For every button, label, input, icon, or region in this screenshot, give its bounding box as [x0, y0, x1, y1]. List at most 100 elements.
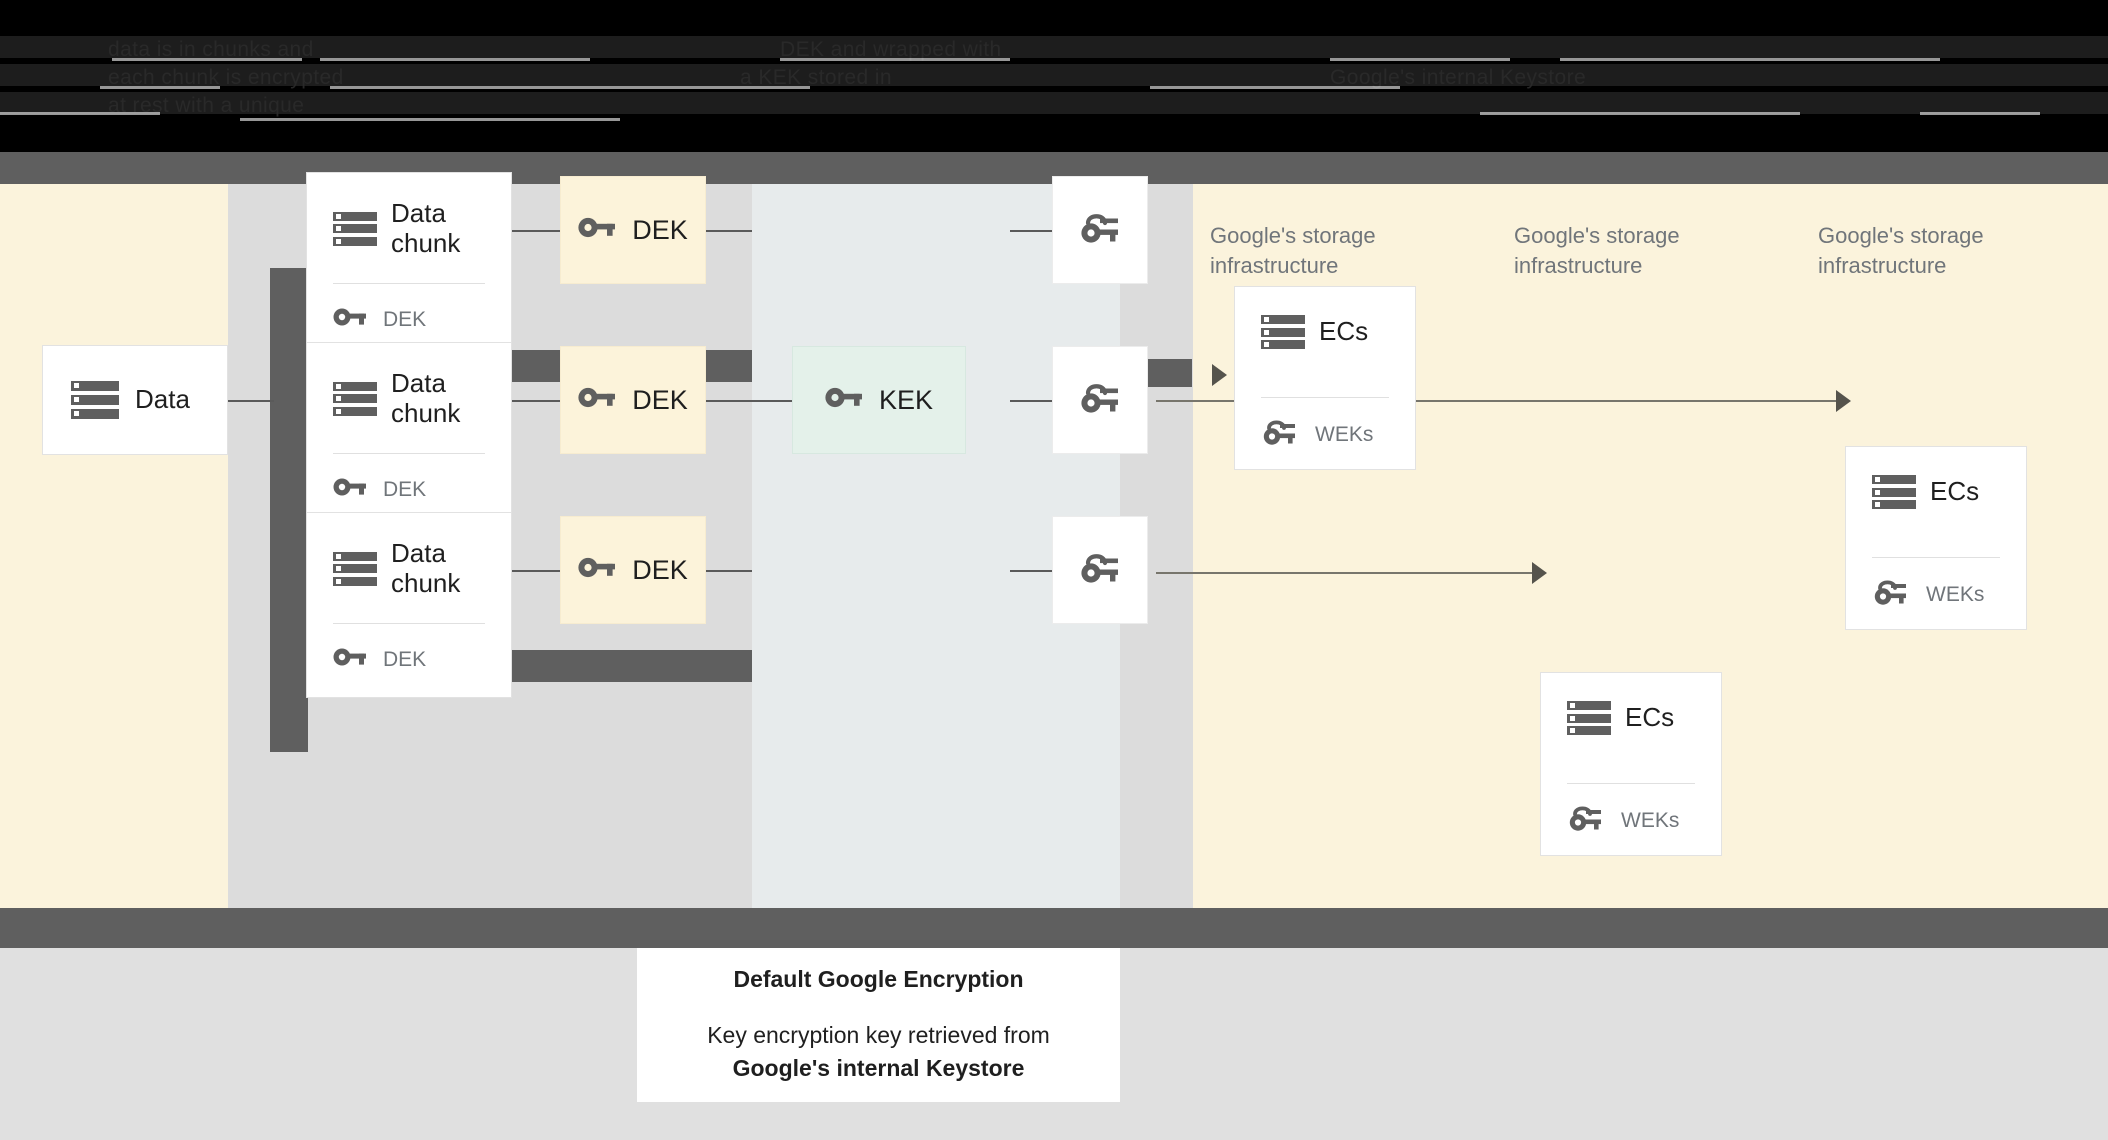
arrow-head-bottom [1532, 562, 1547, 584]
wrapped-key-icon [1078, 380, 1122, 421]
top-banner-obscured: data is in chunks and each chunk is encr… [0, 0, 2108, 160]
wrapped-key-icon [1567, 803, 1605, 838]
card-divider [1872, 557, 2000, 558]
wire-chunk2-to-dek2 [512, 400, 560, 402]
banner-underline [330, 86, 810, 89]
card-ecs-key-row: WEKs [1872, 577, 1984, 612]
chip-dek-label: DEK [632, 554, 688, 585]
banner-underline [112, 58, 302, 61]
caption-body-line-1: Key encryption key retrieved from [707, 1021, 1050, 1048]
band-gray-left [228, 184, 270, 908]
banner-underline [100, 86, 220, 89]
tile-wrapped-key-3[interactable] [1052, 516, 1148, 624]
wrapped-key-icon [1078, 550, 1122, 591]
card-divider [1261, 397, 1389, 398]
card-divider [333, 453, 485, 454]
card-chunk-key-row: DEK [333, 307, 426, 332]
banner-text-line-3: at rest with a unique [108, 94, 305, 117]
banner-text-line-1: data is in chunks and [108, 38, 314, 61]
card-ecs-key-label: WEKs [1621, 808, 1680, 832]
card-data-chunk-2[interactable]: Data chunk DEK [306, 342, 512, 528]
card-ecs-3[interactable]: ECs WEKs [1845, 446, 2027, 630]
card-data-source[interactable]: Data [42, 345, 228, 455]
arrow-line-bottom [1156, 572, 1532, 574]
wrapped-key-icon [1872, 577, 1910, 612]
bottom-gray-bar [0, 908, 2108, 948]
chip-dek-3[interactable]: DEK [560, 516, 706, 624]
card-data-chunk-1[interactable]: Data chunk DEK [306, 172, 512, 358]
tile-wrapped-key-1[interactable] [1052, 176, 1148, 284]
card-data-chunk-3[interactable]: Data chunk DEK [306, 512, 512, 698]
wrapped-key-icon [1078, 210, 1122, 251]
tile-wrapped-key-2[interactable] [1052, 346, 1148, 454]
key-icon [825, 386, 863, 414]
wrapped-key-icon [1261, 417, 1299, 452]
wire-chunk3-to-dek3 [512, 570, 560, 572]
server-icon [333, 381, 377, 416]
key-icon [578, 216, 616, 244]
wire-to-wek3 [1010, 570, 1054, 572]
card-chunk-title: Data chunk [391, 198, 461, 258]
chip-dek-label: DEK [632, 384, 688, 415]
arrow-head-mid [1836, 390, 1851, 412]
card-chunk-key-label: DEK [383, 647, 427, 671]
caption-body-line-2: Google's internal Keystore [732, 1054, 1025, 1081]
server-icon [1567, 701, 1611, 735]
card-divider [1567, 783, 1695, 784]
storage-label-1: Google's storage infrastructure [1210, 223, 1376, 279]
caption-title: Default Google Encryption [733, 965, 1024, 992]
chip-dek-label: DEK [632, 214, 688, 245]
banner-underline [0, 112, 160, 115]
server-icon [333, 211, 377, 246]
top-gray-slab [252, 152, 2108, 184]
key-icon [333, 307, 367, 332]
caption-card: Default Google Encryption Key encryption… [637, 948, 1120, 1102]
server-icon [1872, 475, 1916, 509]
card-chunk-title: Data chunk [391, 368, 461, 428]
banner-underline [240, 118, 620, 121]
server-icon [333, 551, 377, 586]
card-divider [333, 623, 485, 624]
card-ecs-2[interactable]: ECs WEKs [1540, 672, 1722, 856]
banner-text-line-6: Google's internal Keystore [1330, 66, 1587, 89]
card-chunk-key-label: DEK [383, 477, 427, 501]
chip-kek[interactable]: KEK [792, 346, 966, 454]
key-icon [333, 647, 367, 672]
wire-data-to-trunk [228, 400, 274, 402]
arrow-line-mid [1156, 400, 1836, 402]
banner-underline [320, 58, 590, 61]
chip-dek-2[interactable]: DEK [560, 346, 706, 454]
caption-body: Key encryption key retrieved from Google… [707, 1019, 1050, 1084]
card-ecs-title: ECs [1319, 316, 1369, 347]
card-chunk-key-label: DEK [383, 307, 427, 331]
key-icon [578, 386, 616, 414]
banner-text-line-5: a KEK stored in [740, 66, 892, 89]
wire-kek-to-wek2 [1010, 400, 1054, 402]
storage-label-3: Google's storage infrastructure [1818, 223, 1984, 279]
card-ecs-1[interactable]: ECs WEKs [1234, 286, 1416, 470]
banner-underline [1920, 112, 2040, 115]
banner-text-line-2: each chunk is encrypted [108, 66, 344, 89]
key-icon [333, 477, 367, 502]
top-gray-slab-left [0, 152, 252, 184]
key-icon [578, 556, 616, 584]
chip-kek-label: KEK [878, 384, 934, 415]
banner-underline [1330, 58, 1510, 61]
card-ecs-key-label: WEKs [1315, 422, 1374, 446]
banner-underline [1150, 86, 1400, 89]
card-chunk-key-row: DEK [333, 647, 426, 672]
card-divider [333, 283, 485, 284]
chip-dek-1[interactable]: DEK [560, 176, 706, 284]
arrow-head-top [1212, 364, 1227, 386]
card-ecs-key-row: WEKs [1261, 417, 1373, 452]
wire-kek-left [752, 400, 792, 402]
banner-underline [780, 58, 1010, 61]
wire-chunk1-to-dek1 [512, 230, 560, 232]
card-chunk-key-row: DEK [333, 477, 426, 502]
card-ecs-title: ECs [1625, 702, 1675, 733]
wire-dek3-right [706, 570, 752, 572]
storage-label-2: Google's storage infrastructure [1514, 223, 1680, 279]
card-ecs-key-label: WEKs [1926, 582, 1985, 606]
card-ecs-title: ECs [1930, 476, 1980, 507]
